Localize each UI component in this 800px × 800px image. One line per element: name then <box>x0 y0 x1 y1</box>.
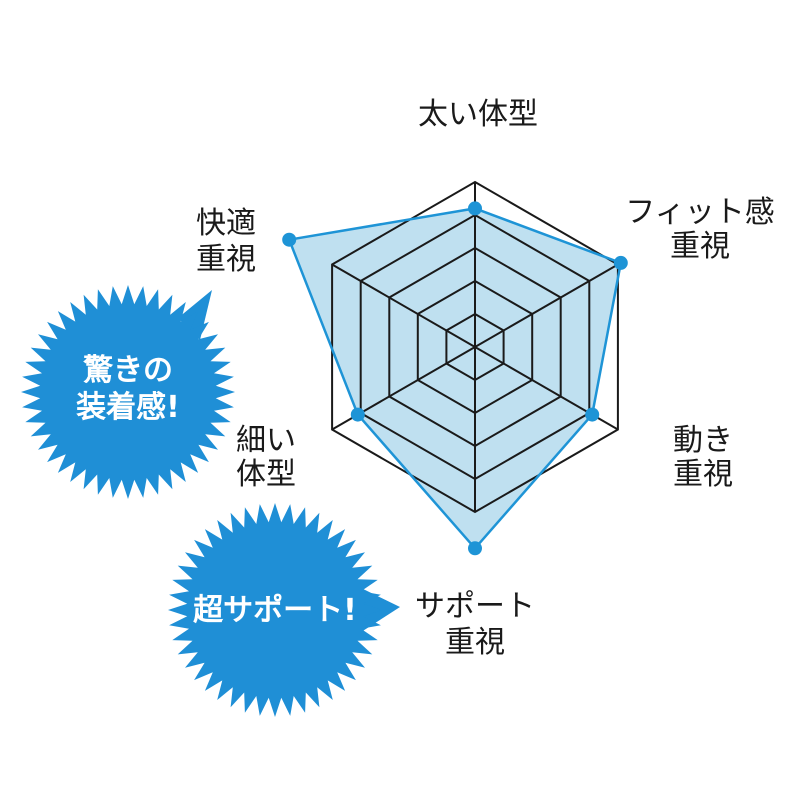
data-point <box>613 255 628 270</box>
axis-label: フィット感 <box>625 195 774 230</box>
data-outline-layer <box>282 201 628 556</box>
data-point <box>468 541 482 556</box>
axis-label: 重視 <box>670 229 730 264</box>
axis-label: サポート <box>415 589 535 624</box>
callout-text: 驚きの <box>83 353 173 388</box>
callout-burst <box>168 503 382 717</box>
data-area-layer <box>289 208 621 549</box>
data-point <box>282 232 297 247</box>
callout-text: 超サポート! <box>193 593 357 628</box>
data-area <box>289 208 621 549</box>
grid-spoke <box>474 263 619 348</box>
callout-text: 装着感! <box>76 390 180 425</box>
grid-spoke <box>331 263 476 348</box>
axis-label: 重視 <box>445 625 505 660</box>
axis-label: 体型 <box>236 457 296 492</box>
axis-label: 細い <box>236 423 296 458</box>
axis-label: 快適 <box>196 206 256 241</box>
axis-label: 重視 <box>196 242 256 277</box>
data-point <box>585 407 600 422</box>
data-point <box>468 201 482 216</box>
axis-label: 太い体型 <box>418 97 538 132</box>
callout-burst <box>21 285 235 499</box>
axis-label: 動き <box>673 423 733 458</box>
data-point <box>350 407 365 422</box>
axis-label: 重視 <box>673 457 733 492</box>
